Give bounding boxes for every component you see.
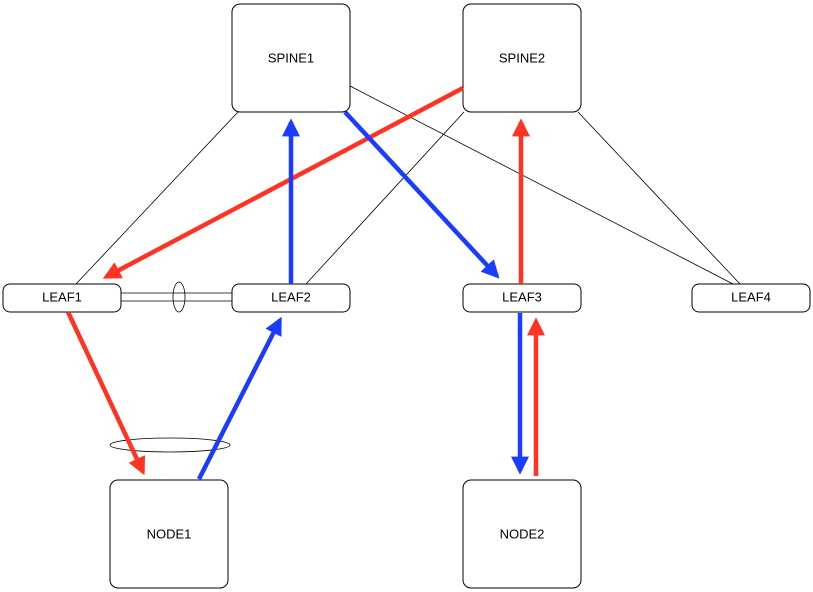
link-spine2-leaf2 (305, 111, 465, 285)
flow-node1-to-leaf2-arrow (196, 316, 283, 481)
node1-label: NODE1 (147, 526, 192, 541)
leaf4-node[interactable]: LEAF4 (691, 283, 811, 313)
leaf1-node[interactable]: LEAF1 (2, 283, 122, 313)
leaf1-box (2, 283, 122, 313)
flow-leaf1-to-node1-arrow (65, 311, 146, 476)
node2-box (462, 479, 582, 589)
leaf2-node[interactable]: LEAF2 (231, 283, 351, 313)
mlag-peer-link-bundle (172, 281, 186, 313)
link-spine1-leaf4 (349, 85, 734, 285)
node1-bond-bundle (109, 437, 231, 453)
traffic-flows (65, 86, 545, 481)
leaf3-node[interactable]: LEAF3 (462, 283, 582, 313)
spine2-node[interactable]: SPINE2 (462, 3, 582, 113)
node2-label: NODE2 (500, 526, 545, 541)
link-spine1-leaf1 (75, 111, 239, 285)
spine1-label: SPINE1 (268, 50, 314, 65)
leaf4-label: LEAF4 (731, 289, 771, 304)
spine2-box (462, 3, 582, 113)
leaf4-box (691, 283, 811, 313)
physical-links (75, 85, 741, 453)
leaf3-label: LEAF3 (502, 289, 542, 304)
flow-spine2-to-leaf1-arrow (102, 86, 465, 279)
node1-box (109, 479, 229, 589)
spine1-node[interactable]: SPINE1 (231, 3, 351, 113)
link-spine2-leaf4 (577, 111, 741, 285)
spine2-label: SPINE2 (499, 50, 545, 65)
leaf2-label: LEAF2 (271, 289, 311, 304)
leaf1-label: LEAF1 (42, 289, 82, 304)
node2-node[interactable]: NODE2 (462, 479, 582, 589)
spine1-box (231, 3, 351, 113)
node1-node[interactable]: NODE1 (109, 479, 229, 589)
flow-spine1-to-leaf3-arrow (343, 110, 500, 279)
